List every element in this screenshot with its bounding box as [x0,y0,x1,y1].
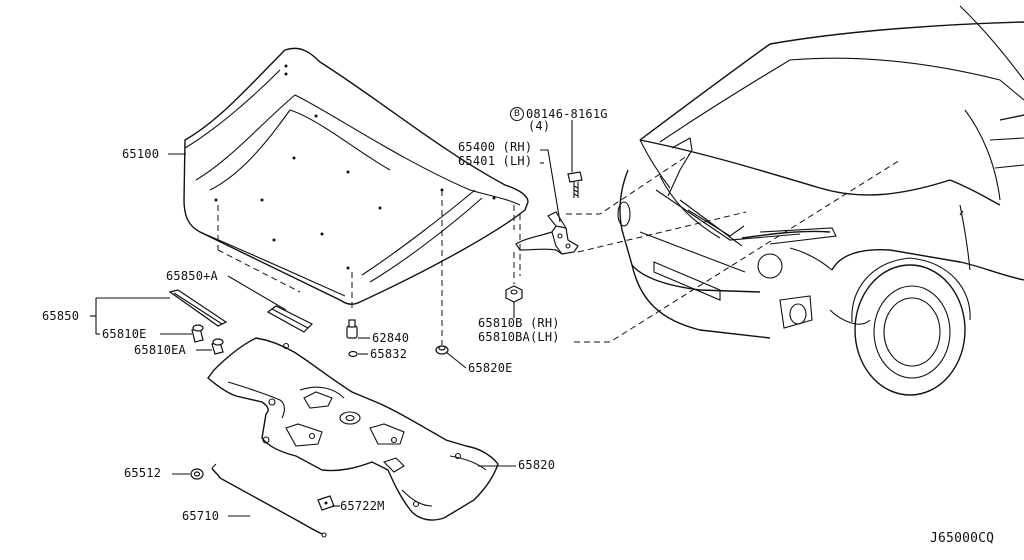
clip-65810E [191,324,204,343]
label-65512: 65512 [124,466,162,480]
label-65850a: 65850+A [166,269,218,283]
hood-stopper-washer [348,350,358,358]
vehicle-front-view [617,5,1024,396]
hood-support-rod [211,463,327,538]
hood-stopper [346,319,358,339]
drawing-code: J65000CQ [930,531,995,546]
hood-rod-holder [317,495,335,511]
label-65820: 65820 [518,458,556,472]
label-65710: 65710 [182,509,220,523]
label-65810e: 65810E [102,327,147,341]
hood-seal-strip [266,305,314,333]
label-65832: 65832 [370,347,408,361]
hood-rod-clip [190,468,204,480]
label-65850: 65850 [42,309,80,323]
hinge-bolt [567,171,583,198]
label-65400: 65400 (RH) [458,140,533,154]
label-65810b: 65810B (RH) [478,316,560,330]
label-bolt-qty: (4) [528,119,551,133]
hinge-nut [505,285,523,303]
label-65722m: 65722M [340,499,385,513]
label-65820e: 65820E [468,361,513,375]
hood-hinge [515,211,579,255]
clip-65810EA [211,338,224,355]
hood-panel [183,47,529,305]
label-65401: 65401 (LH) [458,154,533,168]
label-62840: 62840 [372,331,410,345]
hood-insulator [207,337,499,521]
bolt-circle-letter: B [510,107,524,121]
label-65810ea: 65810EA [134,343,186,357]
label-bolt: 08146-8161G [526,107,608,121]
label-65100: 65100 [122,147,160,161]
label-65810ba: 65810BA(LH) [478,330,560,344]
hood-bumper-strip [168,289,228,327]
grommet-65820E [435,345,449,355]
